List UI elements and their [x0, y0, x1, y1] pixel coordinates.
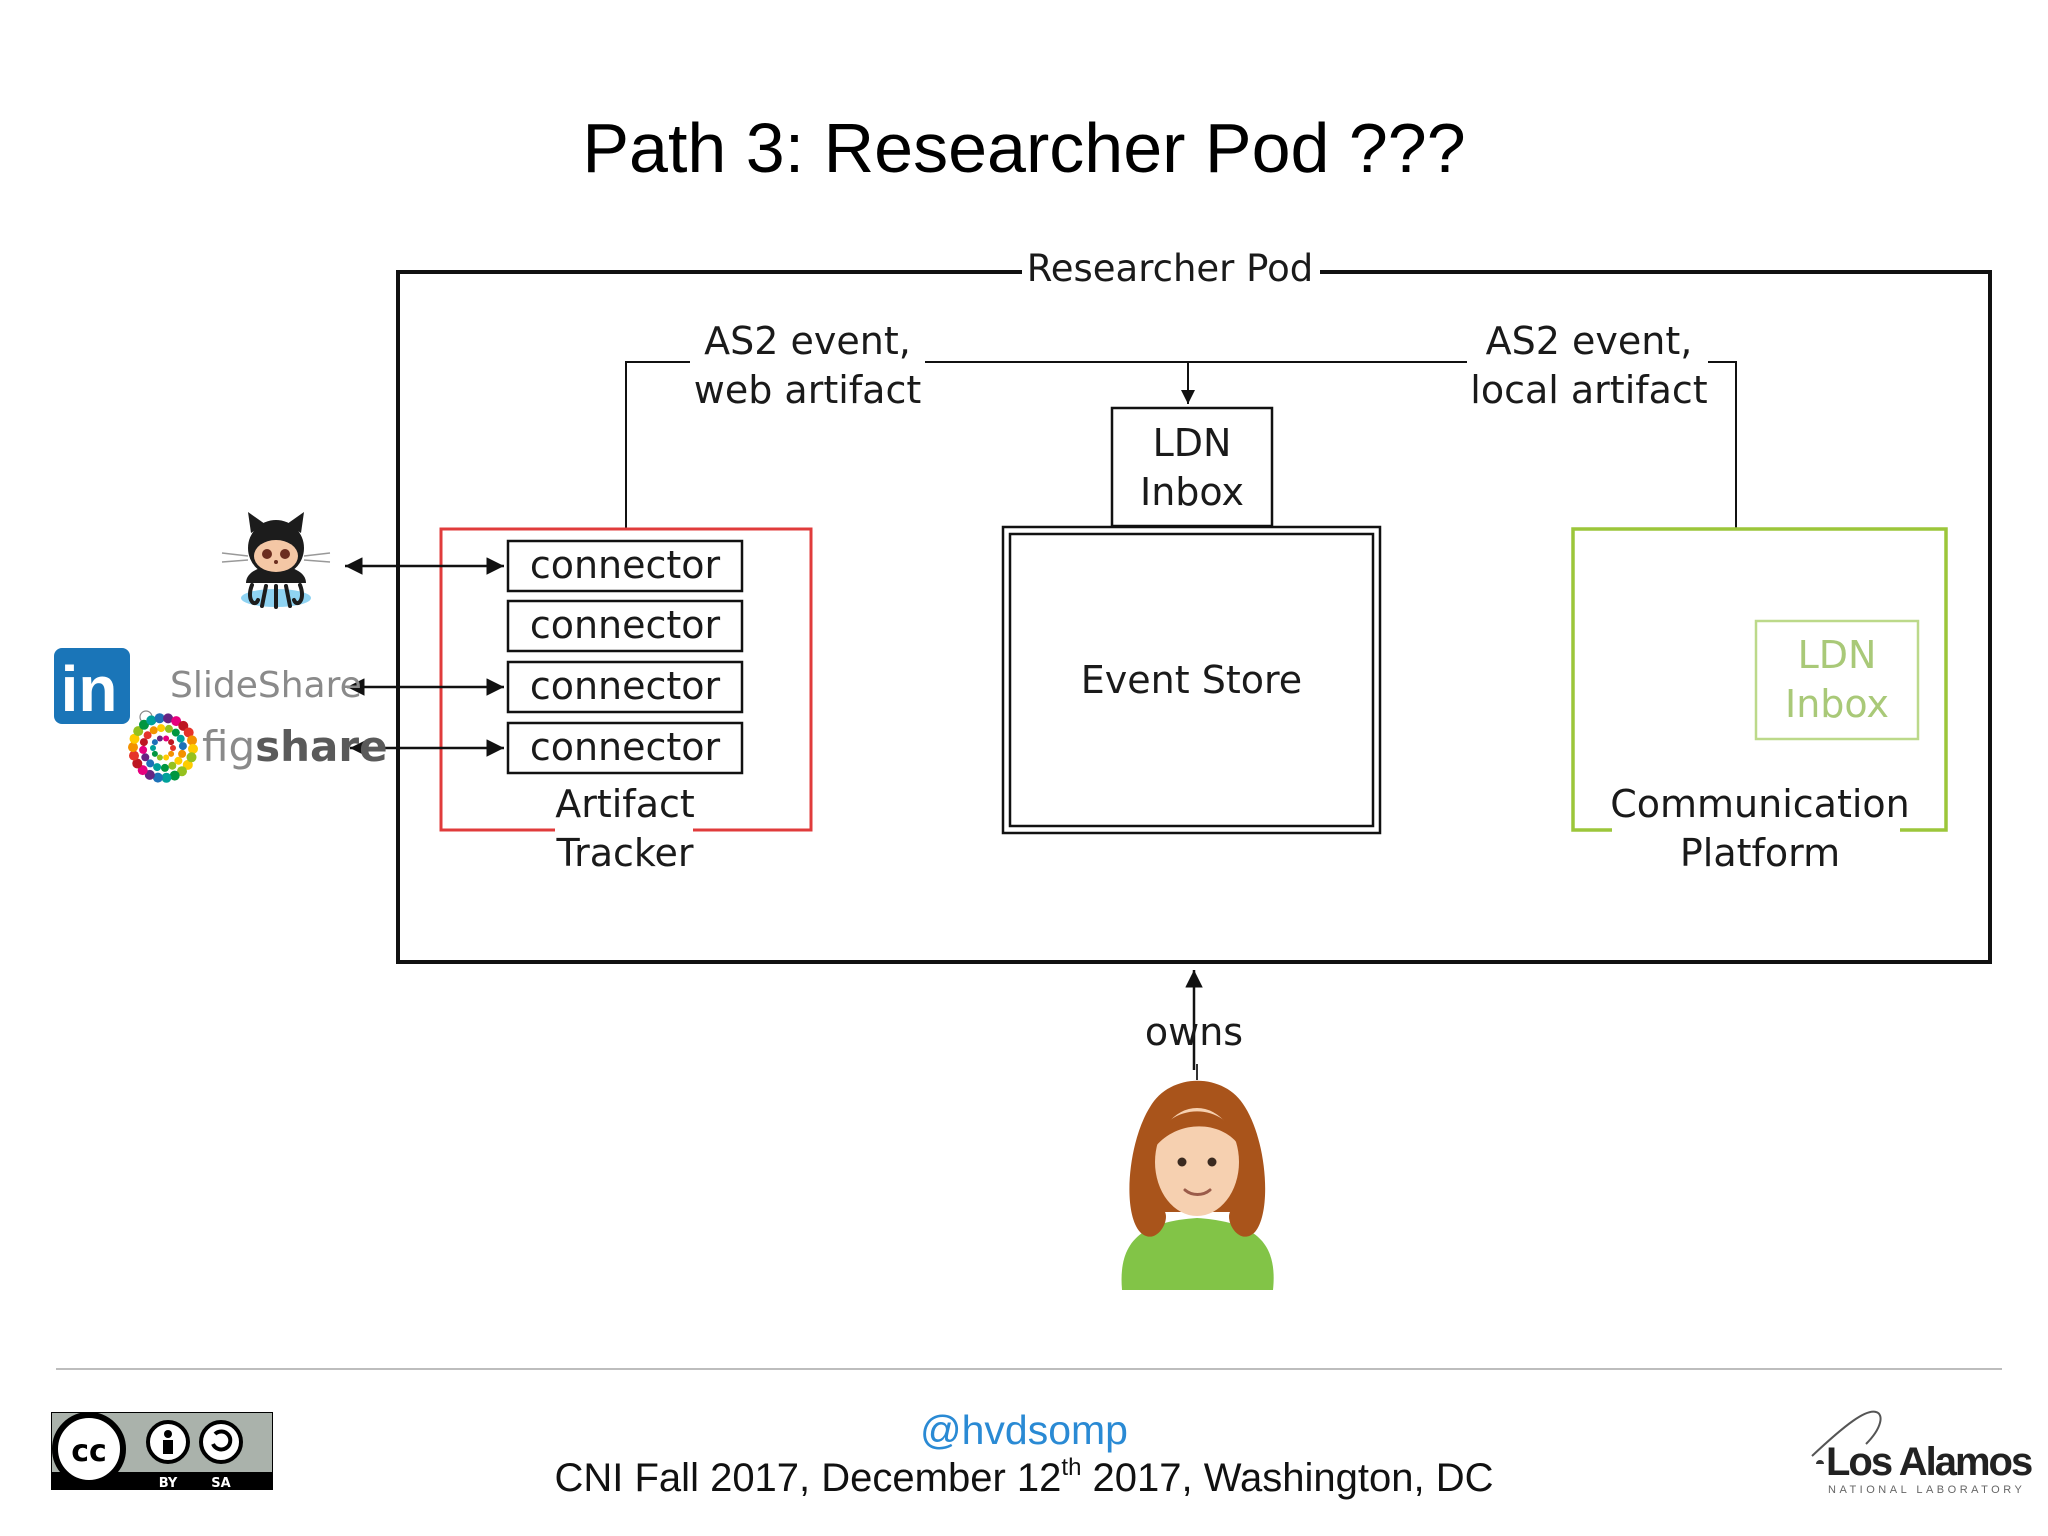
- figshare-dot: [171, 716, 182, 727]
- figshare-dot: [164, 724, 173, 733]
- figshare-dot: [128, 742, 138, 753]
- event-footer-text: CNI Fall 2017, December 12th 2017, Washi…: [554, 1454, 1494, 1501]
- figshare-dot: [183, 727, 194, 738]
- figshare-dot: [156, 754, 163, 761]
- researcher-person-icon: [1121, 1064, 1274, 1290]
- figshare-dot: [176, 734, 185, 743]
- connector-box: [506, 599, 744, 653]
- event-store-inner-box: [1008, 532, 1375, 828]
- cc-by-label: BY: [159, 1476, 178, 1490]
- twitter-handle-link[interactable]: @hvdsomp: [920, 1407, 1128, 1453]
- los-alamos-logo: Los Alamos NATIONAL LABORATORY: [1806, 1404, 2042, 1504]
- researcher-pod-box: [396, 270, 1992, 964]
- figshare-dot: [169, 770, 180, 781]
- figshare-dot: [178, 720, 189, 731]
- github-octocat-icon: [221, 512, 331, 609]
- ldn-inbox-label: LDN Inbox: [1140, 421, 1244, 514]
- figshare-dot: [188, 743, 198, 754]
- figshare-dot: [137, 765, 148, 776]
- figshare-dot: [129, 733, 140, 744]
- figshare-dot: [129, 750, 139, 761]
- los-alamos-orbit-icon: [1811, 1410, 1882, 1464]
- figshare-dot: [163, 735, 170, 742]
- figshare-logo-text: figshare: [202, 722, 388, 771]
- los-alamos-subtitle: NATIONAL LABORATORY: [1828, 1484, 2026, 1496]
- connector-label: connector: [529, 664, 721, 708]
- figshare-dot: [139, 745, 148, 754]
- owns-label: owns: [1144, 1010, 1244, 1054]
- figshare-dot: [132, 758, 143, 769]
- figshare-dot: [163, 754, 170, 761]
- figshare-dot: [141, 753, 150, 762]
- figshare-dot: [163, 713, 174, 724]
- communication-platform-box: [1571, 527, 1948, 832]
- figshare-logo-icon: [128, 713, 198, 783]
- figshare-dot: [153, 763, 162, 772]
- figshare-dot: [182, 759, 193, 770]
- left-event-line: [625, 361, 690, 528]
- figshare-dot: [151, 750, 158, 757]
- comm-ldn-inbox-box: [1754, 619, 1920, 741]
- figshare-dot: [151, 739, 158, 746]
- figshare-dot: [149, 726, 158, 735]
- figshare-dot: [160, 763, 169, 772]
- event-store-outer-box: [1001, 525, 1382, 835]
- connector-box: [506, 660, 744, 714]
- figshare-dot: [168, 761, 177, 770]
- cc-by-sa-license-badge[interactable]: cc BY SA: [51, 1412, 273, 1490]
- figshare-dot: [146, 715, 157, 726]
- figshare-dot: [161, 772, 172, 783]
- figshare-dot: [168, 739, 175, 746]
- ldn-inbox-box: [1110, 406, 1274, 528]
- figshare-dot: [146, 759, 155, 768]
- left-event-label: AS2 event, web artifact: [693, 319, 922, 412]
- figshare-dot: [157, 724, 166, 733]
- artifact-tracker-box: [439, 527, 813, 832]
- figshare-dot: [170, 745, 176, 751]
- los-alamos-name: Los Alamos: [1826, 1440, 2033, 1484]
- connector-box: [506, 721, 744, 775]
- figshare-dot: [178, 749, 187, 758]
- figshare-dot: [139, 738, 148, 747]
- slideshare-logo-text: SlideShare: [170, 665, 362, 706]
- figshare-dot: [154, 713, 165, 724]
- figshare-dot: [174, 756, 183, 765]
- right-event-line: [1708, 361, 1737, 528]
- communication-platform-label: Communication Platform: [1610, 782, 1910, 875]
- figshare-dot: [143, 731, 152, 740]
- artifact-tracker-label: Artifact Tracker: [555, 782, 695, 875]
- figshare-dot: [186, 752, 197, 763]
- linkedin-logo: in: [54, 648, 153, 725]
- right-event-label: AS2 event, local artifact: [1470, 319, 1708, 412]
- figshare-dot: [150, 745, 156, 751]
- figshare-dot: [133, 726, 144, 737]
- figshare-dot: [177, 766, 187, 777]
- footer-divider: [56, 1368, 2002, 1370]
- event-store-label: Event Store: [1080, 658, 1303, 702]
- researcher-pod-label: Researcher Pod: [1027, 247, 1314, 290]
- connector-label: connector: [529, 603, 721, 647]
- figshare-dot: [152, 772, 163, 783]
- figshare-dot: [144, 769, 155, 780]
- figshare-dot: [178, 742, 187, 751]
- figshare-dot: [139, 719, 149, 730]
- connector-label: connector: [529, 725, 721, 769]
- figshare-dot: [171, 728, 180, 737]
- figshare-dot: [156, 735, 163, 742]
- comm-ldn-inbox-label: LDN Inbox: [1785, 633, 1889, 726]
- cc-sa-label: SA: [211, 1476, 230, 1490]
- figshare-dot: [187, 735, 197, 746]
- figshare-dot: [168, 750, 175, 757]
- connector-box: [506, 539, 744, 593]
- connector-label: connector: [529, 543, 721, 587]
- svg-text:in: in: [61, 653, 118, 725]
- cc-mark: cc: [71, 1434, 107, 1469]
- slide-title: Path 3: Researcher Pod ???: [582, 109, 1466, 187]
